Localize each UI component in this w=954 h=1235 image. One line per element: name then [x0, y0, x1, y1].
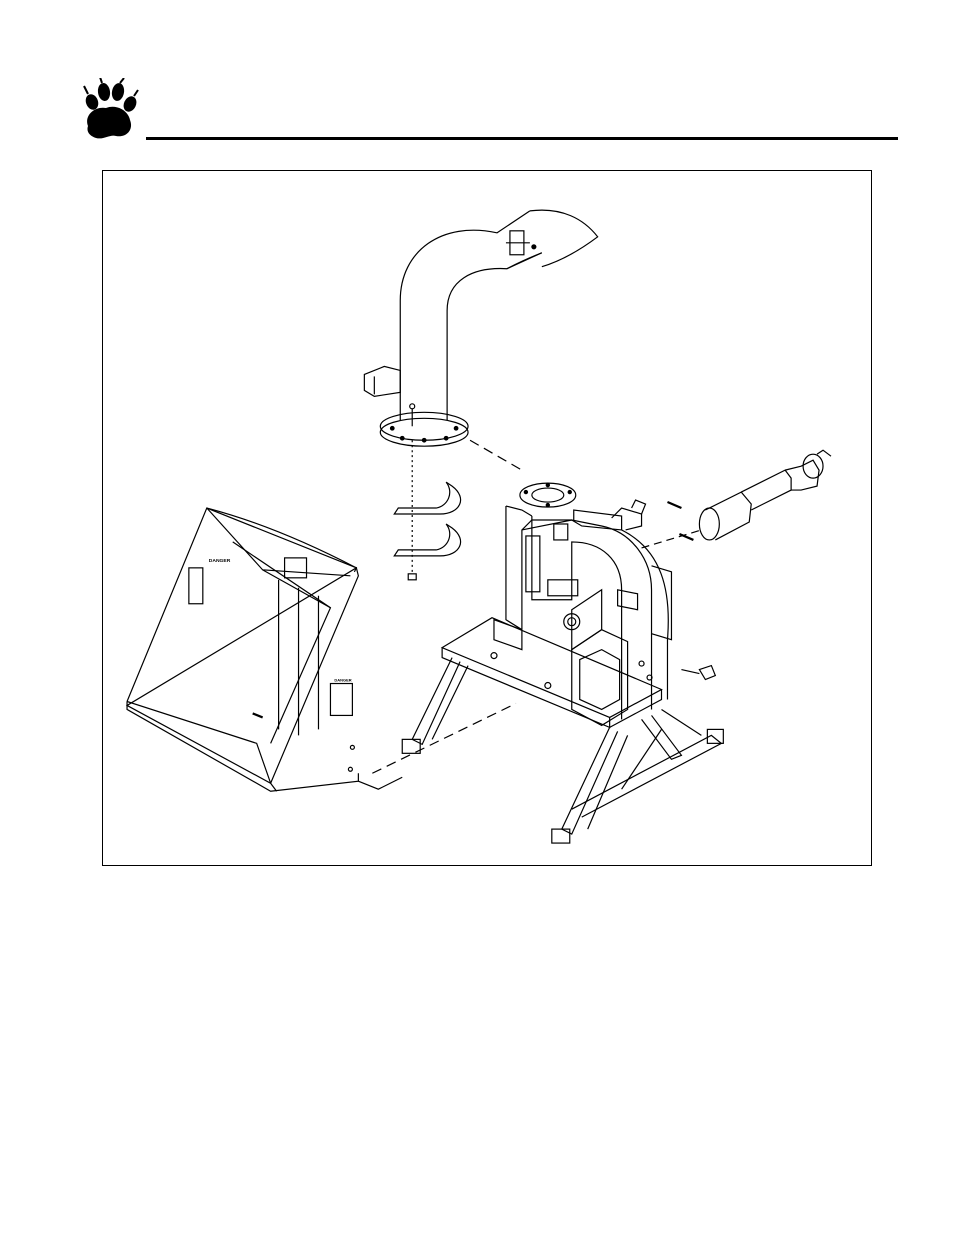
paw-print-icon — [80, 78, 140, 142]
base-frame — [402, 590, 723, 843]
paw-print-logo-icon — [80, 78, 140, 142]
discharge-chute — [364, 210, 597, 446]
header-rule — [146, 137, 898, 140]
split-ring-flanges — [394, 482, 460, 556]
infeed-hopper: DANGER DANGER — [127, 508, 358, 791]
nut — [408, 574, 416, 580]
pto-driveline — [642, 450, 831, 548]
exploded-assembly-drawing: DANGER DANGER — [103, 171, 871, 865]
figure-frame: DANGER DANGER — [102, 170, 872, 866]
hopper-decal-top: DANGER — [209, 558, 231, 564]
hopper-decal-left: DANGER — [334, 678, 351, 683]
